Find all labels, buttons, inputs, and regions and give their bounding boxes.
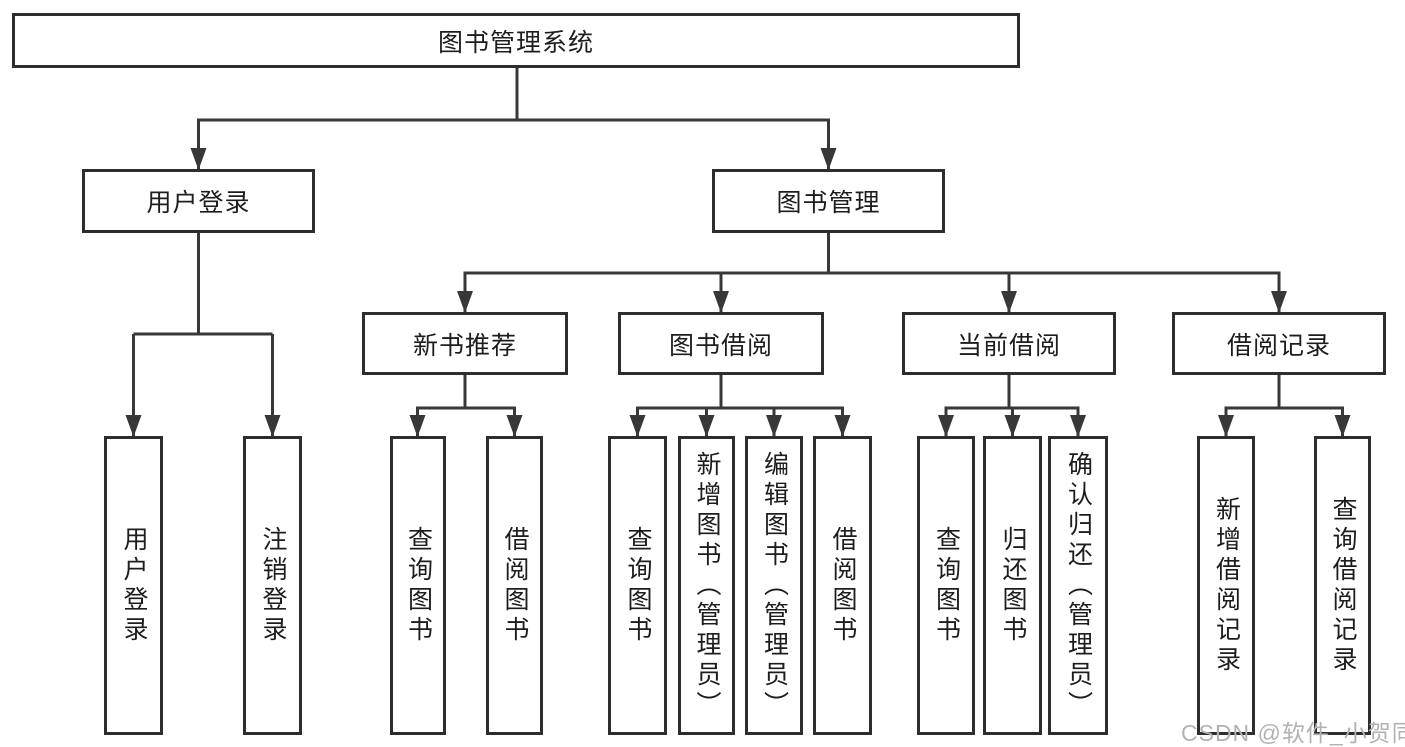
node-borrow-records: 借阅记录 <box>1172 312 1386 375</box>
leaf-label: 归还图书 <box>999 525 1027 646</box>
leaf-label: 查询图书 <box>624 525 652 646</box>
leaf-current-return: 归还图书 <box>983 436 1042 735</box>
leaf-label: 编辑图书（管理员） <box>760 450 789 721</box>
tree-edges <box>125 68 1351 437</box>
leaf-label: 注销登录 <box>259 525 287 646</box>
leaf-borrow-borrow: 借阅图书 <box>813 436 872 735</box>
leaf-label: 用户登录 <box>120 525 148 646</box>
node-root: 图书管理系统 <box>12 13 1020 68</box>
leaf-label: 新增图书（管理员） <box>693 450 721 721</box>
leaf-label: 查询图书 <box>404 525 433 646</box>
leaf-borrow-add: 新增图书（管理员） <box>678 436 735 735</box>
leaf-records-add: 新增借阅记录 <box>1197 436 1255 735</box>
leaf-label: 查询借阅记录 <box>1329 495 1357 676</box>
node-user-login: 用户登录 <box>82 169 315 233</box>
node-label: 用户登录 <box>146 189 251 217</box>
leaf-records-query: 查询借阅记录 <box>1314 436 1371 735</box>
leaf-borrow-query: 查询图书 <box>608 436 667 735</box>
leaf-label: 确认归还（管理员） <box>1064 450 1093 721</box>
node-new-book-recommend: 新书推荐 <box>362 312 568 375</box>
node-current-borrow: 当前借阅 <box>902 312 1116 375</box>
node-label: 图书借阅 <box>668 331 773 360</box>
leaf-borrow-edit: 编辑图书（管理员） <box>745 436 803 735</box>
node-label: 借阅记录 <box>1226 331 1331 360</box>
node-book-management: 图书管理 <box>712 169 945 233</box>
watermark: CSDN @软件_小贺同学 <box>1181 720 1405 746</box>
leaf-user-login: 用户登录 <box>104 436 163 735</box>
leaf-label: 借阅图书 <box>501 525 529 646</box>
leaf-label: 借阅图书 <box>829 525 857 646</box>
node-label: 当前借阅 <box>956 331 1061 360</box>
leaf-label: 查询图书 <box>932 525 961 646</box>
leaf-logout: 注销登录 <box>243 436 302 735</box>
leaf-current-query: 查询图书 <box>917 436 975 735</box>
node-book-borrow: 图书借阅 <box>618 312 824 375</box>
leaf-newbooks-borrow: 借阅图书 <box>486 436 543 735</box>
leaf-current-confirm-return: 确认归还（管理员） <box>1048 436 1108 735</box>
leaf-label: 新增借阅记录 <box>1212 495 1241 676</box>
node-label: 图书管理 <box>776 189 881 217</box>
node-label: 新书推荐 <box>412 331 517 360</box>
leaf-newbooks-query: 查询图书 <box>390 436 446 735</box>
node-label: 图书管理系统 <box>437 28 594 57</box>
